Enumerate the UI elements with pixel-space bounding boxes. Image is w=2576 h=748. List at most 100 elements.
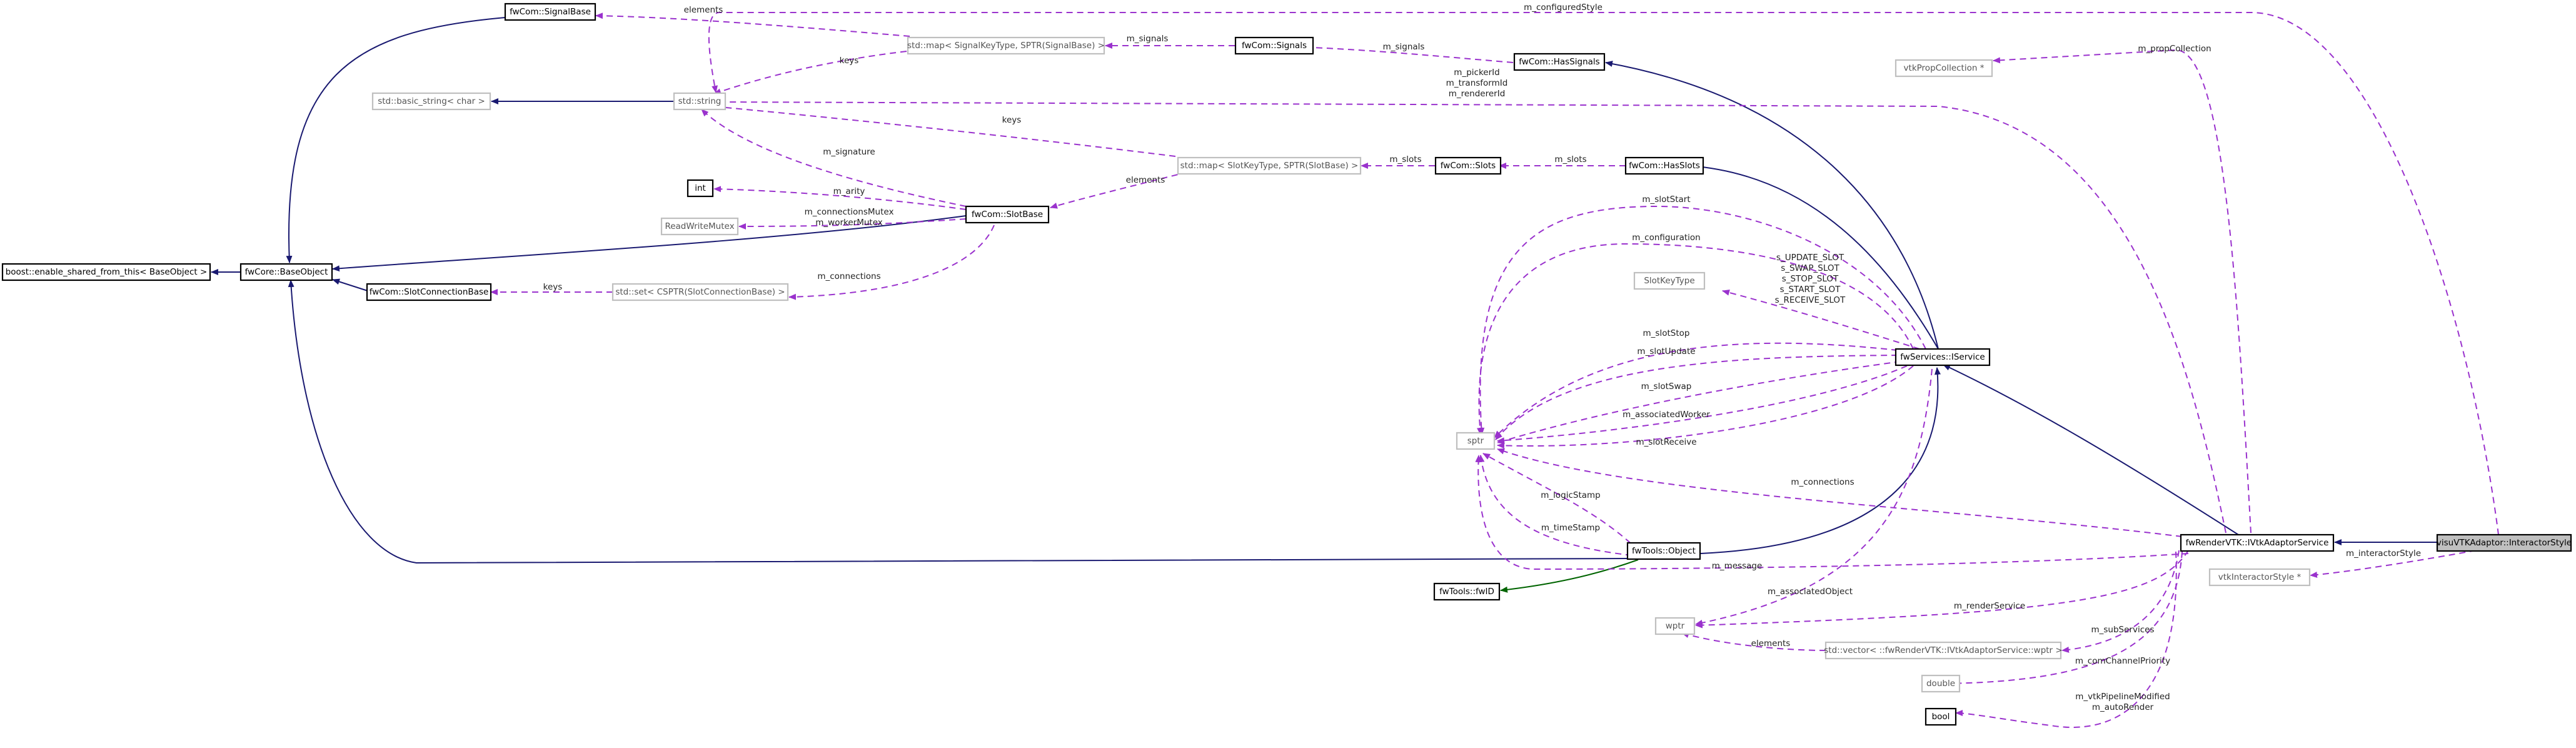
svg-text:visuVTKAdaptor::InteractorStyl: visuVTKAdaptor::InteractorStyle xyxy=(2437,538,2572,548)
node-enable-shared[interactable]: boost::enable_shared_from_this< BaseObje… xyxy=(1,263,211,281)
svg-text:bool: bool xyxy=(1932,712,1950,722)
label-m-propcollection: m_propCollection xyxy=(2138,44,2211,54)
label-m-connections-set: m_connections xyxy=(817,271,880,281)
node-slots[interactable]: fwCom::Slots xyxy=(1434,156,1502,175)
svg-text:double: double xyxy=(1926,679,1955,689)
edge-object-to-iservice xyxy=(1700,367,1941,554)
node-signal-base[interactable]: fwCom::SignalBase xyxy=(504,3,596,21)
svg-text:fwCom::SignalBase: fwCom::SignalBase xyxy=(510,7,591,17)
node-map-signals[interactable]: std::map< SignalKeyType, SPTR(SignalBase… xyxy=(907,36,1105,55)
label-elements-signal: elements xyxy=(684,5,723,15)
edge-m-associatedobject xyxy=(1695,368,1933,626)
edge-signal-base-to-base-object xyxy=(286,17,506,263)
node-has-signals[interactable]: fwCom::HasSignals xyxy=(1513,53,1606,71)
label-m-slotstart: m_slotStart xyxy=(1642,195,1690,205)
edge-keys-signals xyxy=(713,51,907,95)
node-int[interactable]: int xyxy=(687,179,714,198)
edge-m-slotstop xyxy=(1494,342,1898,438)
label-m-slotstop: m_slotStop xyxy=(1643,328,1690,338)
edge-iservice-to-has-slots xyxy=(1689,163,1939,350)
node-fwtools-fwid[interactable]: fwTools::fwID xyxy=(1433,582,1501,601)
node-base-object[interactable]: fwCore::BaseObject xyxy=(239,263,333,281)
svg-text:std::vector< ::fwRenderVTK::IV: std::vector< ::fwRenderVTK::IVtkAdaptorS… xyxy=(1824,645,2062,655)
edge-m-configuration xyxy=(1477,243,1914,435)
node-vtk-prop-collection[interactable]: vtkPropCollection * xyxy=(1894,59,1993,78)
svg-text:std::string: std::string xyxy=(678,96,722,106)
node-rw-mutex[interactable]: ReadWriteMutex xyxy=(660,217,739,236)
label-m-slotswap: m_slotSwap xyxy=(1641,382,1692,392)
node-iservice[interactable]: fwServices::IService xyxy=(1894,348,1991,366)
svg-text:fwCom::Signals: fwCom::Signals xyxy=(1242,41,1307,51)
label-s-start-slot: s_START_SLOT xyxy=(1780,285,1841,295)
edge-m-configuredstyle xyxy=(708,12,2499,535)
label-m-slots-map: m_slots xyxy=(1389,154,1421,164)
node-slot-key-type[interactable]: SlotKeyType xyxy=(1633,271,1706,290)
label-m-logicstamp: m_logicStamp xyxy=(1541,490,1601,500)
label-m-interactorstyle: m_interactorStyle xyxy=(2346,548,2421,558)
label-m-comchannelpriority: m_comChannelPriority xyxy=(2075,656,2170,666)
edge-m-arity xyxy=(713,186,967,210)
node-wptr[interactable]: wptr xyxy=(1654,617,1696,635)
svg-text:fwCom::HasSlots: fwCom::HasSlots xyxy=(1629,161,1700,171)
label-s-receive-slot: s_RECEIVE_SLOT xyxy=(1775,295,1846,305)
label-m-rendererid: m_rendererId xyxy=(1449,89,1506,99)
svg-text:fwRenderVTK::IVtkAdaptorServic: fwRenderVTK::IVtkAdaptorService xyxy=(2186,538,2329,548)
label-s-update-slot: s_UPDATE_SLOT xyxy=(1776,253,1844,263)
edge-slot-connection-base-to-base-object xyxy=(332,278,368,291)
edge-m-renderservice xyxy=(1695,550,2189,629)
label-keys-slots: keys xyxy=(1002,115,1022,125)
label-m-configuration: m_configuration xyxy=(1632,233,1700,243)
label-m-arity: m_arity xyxy=(833,186,865,196)
edge-mutexes xyxy=(738,218,967,230)
label-m-timestamp: m_timeStamp xyxy=(1541,523,1600,533)
label-m-slots-has: m_slots xyxy=(1554,154,1586,164)
label-m-slotreceive: m_slotReceive xyxy=(1636,437,1696,447)
edge-m-slotstart xyxy=(1478,205,1926,435)
svg-text:fwCom::SlotConnectionBase: fwCom::SlotConnectionBase xyxy=(370,287,489,297)
edge-m-signature xyxy=(701,109,967,207)
label-s-swap-slot: s_SWAP_SLOT xyxy=(1781,263,1839,273)
label-m-renderservice: m_renderService xyxy=(1954,601,2025,611)
svg-text:boost::enable_shared_from_this: boost::enable_shared_from_this< BaseObje… xyxy=(6,267,208,277)
svg-text:SlotKeyType: SlotKeyType xyxy=(1644,276,1694,286)
node-slot-base[interactable]: fwCom::SlotBase xyxy=(965,205,1050,224)
label-keys-signals: keys xyxy=(840,56,859,66)
node-ivtk-adaptor-service[interactable]: fwRenderVTK::IVtkAdaptorService xyxy=(2180,533,2335,552)
node-has-slots[interactable]: fwCom::HasSlots xyxy=(1624,156,1704,175)
node-slot-connection-base[interactable]: fwCom::SlotConnectionBase xyxy=(366,283,492,301)
label-m-associatedworker: m_associatedWorker xyxy=(1623,410,1710,420)
svg-text:wptr: wptr xyxy=(1666,621,1685,631)
node-bool[interactable]: bool xyxy=(1924,707,1957,726)
svg-text:fwCom::HasSignals: fwCom::HasSignals xyxy=(1519,57,1599,67)
node-interactor-style[interactable]: visuVTKAdaptor::InteractorStyle xyxy=(2437,533,2572,552)
node-map-slots[interactable]: std::map< SlotKeyType, SPTR(SlotBase) > xyxy=(1177,156,1362,175)
label-elements-slot: elements xyxy=(1126,175,1165,185)
node-vtk-interactor-style[interactable]: vtkInteractorStyle * xyxy=(2208,568,2311,587)
label-m-subservices: m_subServices xyxy=(2091,625,2155,635)
label-elements-vector: elements xyxy=(1751,639,1791,649)
node-signals[interactable]: fwCom::Signals xyxy=(1234,36,1314,55)
edge-m-subservices xyxy=(2061,550,2180,653)
edge-m-timestamp xyxy=(1478,455,1633,556)
node-basic-string[interactable]: std::basic_string< char > xyxy=(371,92,491,111)
node-fwtools-object[interactable]: fwTools::Object xyxy=(1626,542,1701,560)
svg-text:fwCore::BaseObject: fwCore::BaseObject xyxy=(245,267,328,277)
svg-text:std::set< CSPTR(SlotConnection: std::set< CSPTR(SlotConnectionBase) > xyxy=(615,287,785,297)
edge-slot-base-to-base-object xyxy=(332,215,967,272)
label-m-associatedobject: m_associatedObject xyxy=(1768,587,1853,597)
label-m-message: m_message xyxy=(1712,561,1763,571)
node-vector-adaptors[interactable]: std::vector< ::fwRenderVTK::IVtkAdaptorS… xyxy=(1824,641,2063,660)
label-m-signals-has: m_signals xyxy=(1383,42,1425,52)
edge-elements-signal xyxy=(595,13,910,37)
node-double[interactable]: double xyxy=(1921,674,1961,693)
edge-adaptor-service-to-iservice xyxy=(1943,364,2239,535)
edges xyxy=(211,12,2499,728)
svg-text:fwTools::fwID: fwTools::fwID xyxy=(1439,587,1494,597)
edge-labels: m_configuredStyle elements m_signals key… xyxy=(543,3,2421,712)
node-set-connections[interactable]: std::set< CSPTR(SlotConnectionBase) > xyxy=(611,283,789,301)
label-m-transformid: m_transformId xyxy=(1446,78,1508,88)
svg-text:fwCom::Slots: fwCom::Slots xyxy=(1441,161,1496,171)
node-sptr[interactable]: sptr xyxy=(1456,432,1496,450)
node-std-string[interactable]: std::string xyxy=(673,92,727,111)
label-m-connections: m_connections xyxy=(1791,477,1854,487)
